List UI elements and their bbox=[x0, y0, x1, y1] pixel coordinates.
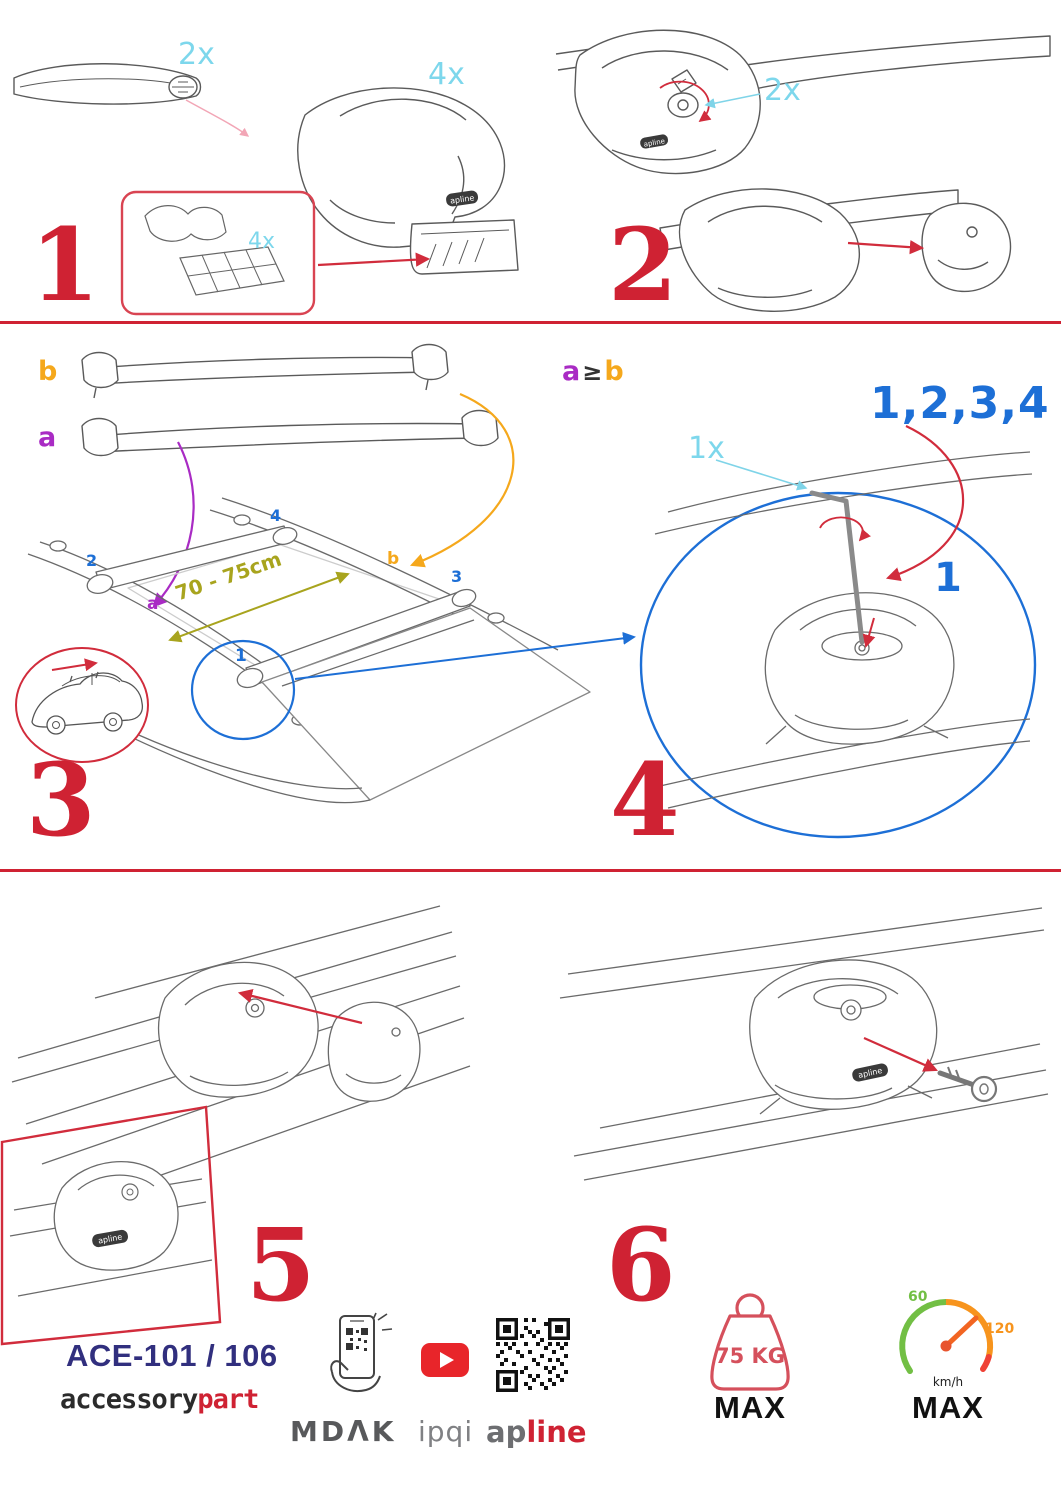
key-rotation-arrow bbox=[659, 80, 712, 123]
hexkey-qty-arrow bbox=[715, 459, 808, 491]
first-position-label: 1 bbox=[934, 555, 962, 601]
apline-logo-line: line bbox=[526, 1415, 587, 1449]
qty-hex-key-label: 1x bbox=[688, 431, 725, 466]
brand-wordmark: accessorypart bbox=[60, 1384, 259, 1415]
foot-endcap-illustration bbox=[659, 188, 1012, 312]
foot-on-bar-illustration: apline bbox=[555, 29, 1051, 175]
speed-low-label: 60 bbox=[908, 1289, 928, 1305]
step5-number: 5 bbox=[246, 1206, 316, 1324]
qty-foot-label: 4x bbox=[428, 57, 465, 92]
pad-to-foot-arrow bbox=[317, 252, 431, 267]
speedometer-icon bbox=[899, 1298, 994, 1374]
rule-operator: ≥ bbox=[582, 358, 603, 386]
car-roof-illustration bbox=[27, 497, 591, 804]
step4-number: 4 bbox=[610, 741, 680, 859]
assembled-bar-a bbox=[81, 409, 499, 457]
bolt-tighten-arrow bbox=[862, 617, 876, 648]
locked-foot-inset: apline bbox=[0, 1105, 222, 1346]
roof-position-3: 3 bbox=[451, 567, 463, 586]
detail-zoom-ellipse bbox=[639, 491, 1037, 839]
qr-code bbox=[496, 1318, 570, 1392]
figures-row-2 bbox=[15, 343, 1037, 839]
step6-number: 6 bbox=[606, 1206, 676, 1324]
speed-max-label: MAX bbox=[912, 1390, 984, 1425]
crossbar-illustration bbox=[13, 63, 202, 105]
roof-position-b: b bbox=[387, 549, 400, 569]
wordmark-part: part bbox=[197, 1384, 259, 1415]
phone-scan-icon bbox=[330, 1312, 393, 1392]
rubber-pad-inset bbox=[120, 190, 316, 316]
hexkey-rotation-arrow bbox=[819, 516, 871, 542]
figures-row-3: apline apline bbox=[0, 905, 1049, 1346]
crossbar-a-label: a bbox=[38, 422, 57, 453]
model-number: ACE-101 / 106 bbox=[66, 1338, 278, 1373]
crossbar-b-label: b bbox=[38, 356, 58, 387]
lock-qty-arrow bbox=[704, 93, 761, 109]
car-inset bbox=[15, 647, 149, 763]
section-divider-2 bbox=[0, 869, 1061, 872]
play-icon bbox=[440, 1352, 454, 1368]
assembled-bar-b bbox=[81, 343, 449, 399]
qty-lock-key-label: 2x bbox=[764, 73, 801, 108]
key-icon bbox=[937, 1066, 998, 1103]
step2-number: 2 bbox=[608, 206, 678, 324]
tightening-detail-illustration bbox=[654, 451, 1033, 809]
speed-unit-label: km/h bbox=[932, 1375, 964, 1389]
spacing-rule: a ≥ b bbox=[562, 356, 624, 387]
roof-position-4: 4 bbox=[270, 506, 282, 525]
roof-position-a: a bbox=[147, 594, 159, 614]
detail-zoom-arrow bbox=[294, 631, 636, 680]
cap-attach-arrow bbox=[847, 240, 925, 255]
roof-position-2: 2 bbox=[86, 551, 98, 570]
apline-badge-text: apline bbox=[449, 193, 475, 205]
locking-illustration: apline bbox=[559, 907, 1049, 1181]
step1-number: 1 bbox=[30, 206, 100, 324]
rule-a: a bbox=[562, 356, 581, 387]
bar-b-position-arrow bbox=[410, 392, 515, 568]
speed-high-label: 120 bbox=[985, 1321, 1015, 1337]
foot-illustration: apline bbox=[297, 87, 519, 275]
bar-a-position-arrow bbox=[152, 441, 195, 608]
hex-key-icon bbox=[809, 490, 865, 645]
mdak-logo-text: MDΛK bbox=[290, 1415, 397, 1448]
weight-limit-max: MAX bbox=[714, 1390, 786, 1425]
apline-logo-ap: ap bbox=[486, 1415, 527, 1449]
bar-slide-arrow bbox=[185, 99, 250, 137]
needle-icon bbox=[943, 1315, 979, 1349]
youtube-icon bbox=[421, 1343, 469, 1377]
qty-rubber-pad-label: 4x bbox=[248, 229, 276, 254]
rule-b: b bbox=[604, 356, 624, 387]
apline-badge-text: apline bbox=[97, 1232, 123, 1245]
slide-direction-arrow bbox=[237, 988, 363, 1025]
foot-slide-illustration bbox=[11, 905, 471, 1211]
apline-badge-text: apline bbox=[643, 137, 665, 149]
key-insert-arrow bbox=[863, 1036, 938, 1072]
apline-logo-text: apline bbox=[486, 1418, 587, 1447]
weight-limit-value: 75 KG bbox=[714, 1344, 786, 1368]
weight-limit-icon bbox=[710, 1293, 790, 1391]
step3-number: 3 bbox=[26, 741, 96, 859]
section-divider-1 bbox=[0, 321, 1061, 324]
ipqi-logo-text: ipqi bbox=[418, 1415, 474, 1448]
wordmark-accessory: accessory bbox=[60, 1384, 198, 1415]
tightening-order-label: 1,2,3,4 bbox=[870, 378, 1050, 429]
figures-row-1: apline apline bbox=[13, 29, 1051, 316]
order-to-bolt-arrow bbox=[885, 425, 965, 581]
roof-position-1: 1 bbox=[235, 646, 247, 666]
qty-crossbar-label: 2x bbox=[178, 37, 215, 72]
bar-spacing-dimension-arrow bbox=[168, 571, 350, 643]
